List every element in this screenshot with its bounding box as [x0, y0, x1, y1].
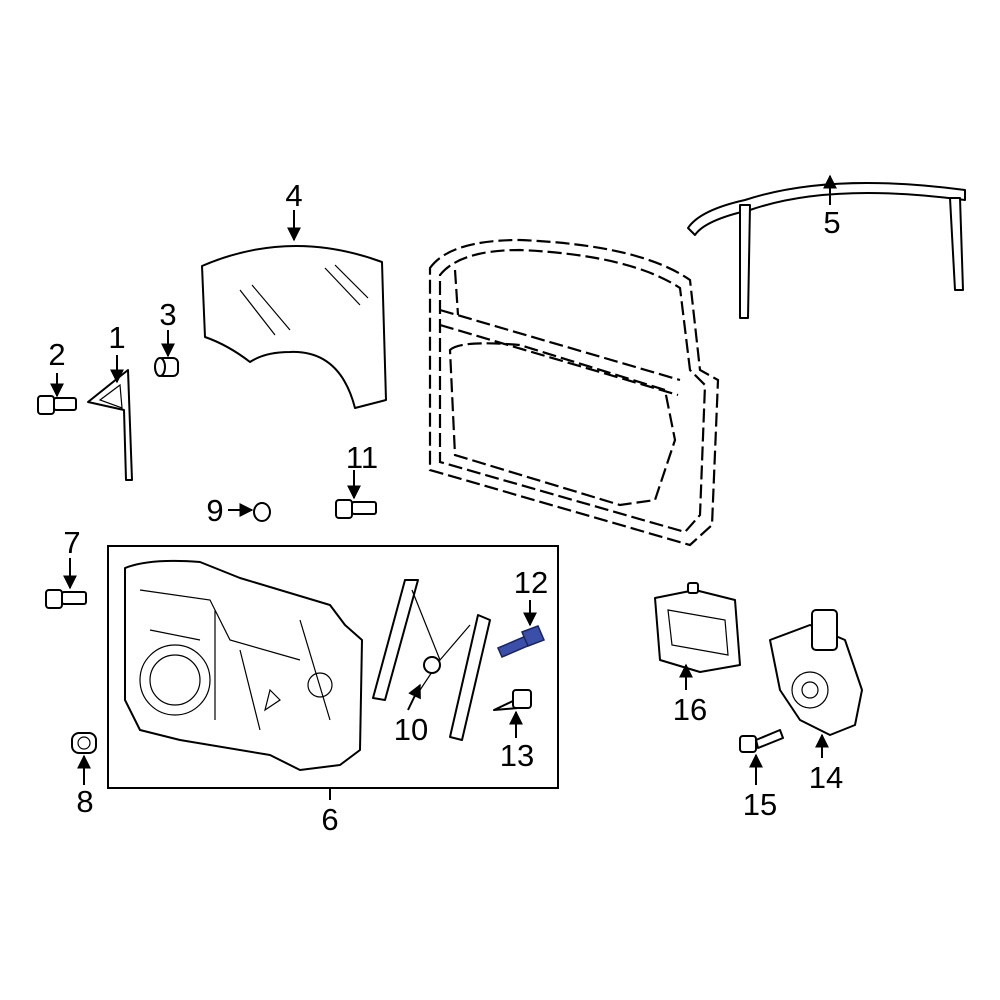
- part-3-grommet[interactable]: [154, 357, 179, 377]
- part-13-screw[interactable]: [493, 689, 532, 711]
- callout-15[interactable]: 15: [743, 787, 777, 822]
- part-2-bolt[interactable]: [37, 395, 77, 415]
- leader-arrows: [50, 174, 837, 800]
- part-15-bolt[interactable]: [739, 729, 784, 753]
- callout-1[interactable]: 1: [108, 320, 125, 355]
- door-frame: [428, 238, 720, 547]
- part-5-weatherstrip[interactable]: [687, 181, 966, 319]
- callout-5[interactable]: 5: [823, 205, 840, 240]
- part-10-window-regulator[interactable]: [372, 579, 491, 741]
- callout-10[interactable]: 10: [394, 712, 428, 747]
- part-6-carrier-panel[interactable]: [124, 559, 363, 771]
- callout-9[interactable]: 9: [206, 493, 223, 528]
- callout-7[interactable]: 7: [63, 525, 80, 560]
- callout-4[interactable]: 4: [285, 178, 302, 213]
- part-11-bolt[interactable]: [335, 499, 377, 519]
- callout-8[interactable]: 8: [76, 784, 93, 819]
- callout-12[interactable]: 12: [514, 565, 548, 600]
- part-9-plug[interactable]: [253, 502, 271, 522]
- part-1-trim[interactable]: [87, 369, 133, 481]
- callout-11[interactable]: 11: [346, 440, 378, 475]
- callout-16[interactable]: 16: [673, 692, 707, 727]
- callout-2[interactable]: 2: [48, 337, 65, 372]
- part-14-window-motor[interactable]: [769, 609, 863, 736]
- part-6-assembly-box: [107, 545, 559, 789]
- callout-3[interactable]: 3: [159, 297, 176, 332]
- part-7-bolt[interactable]: [45, 589, 87, 609]
- part-4-door-glass[interactable]: [201, 245, 387, 409]
- part-12-bolt-highlighted[interactable]: [497, 625, 545, 658]
- part-16-control-module[interactable]: [654, 582, 741, 673]
- callout-14[interactable]: 14: [809, 760, 843, 795]
- callout-6[interactable]: 6: [321, 802, 338, 837]
- part-8-nut[interactable]: [71, 732, 97, 754]
- callout-13[interactable]: 13: [500, 738, 534, 773]
